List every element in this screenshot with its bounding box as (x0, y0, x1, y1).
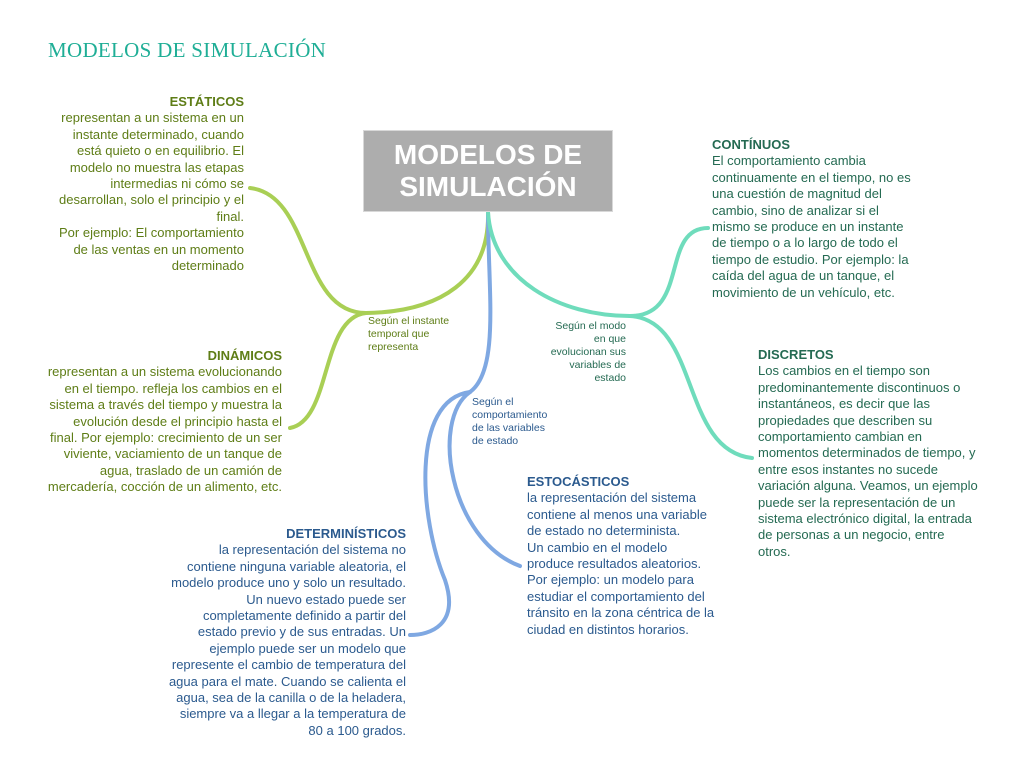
heading-continuos: CONTÍNUOS (712, 137, 790, 152)
connector-blue-estocasticos (447, 390, 522, 568)
connector-teal-continuos (628, 226, 710, 318)
node-dinamicos[interactable]: DINÁMICOS representan a un sistema evolu… (6, 348, 282, 496)
node-continuos[interactable]: CONTÍNUOS El comportamiento cambia conti… (712, 137, 962, 301)
heading-discretos: DISCRETOS (758, 347, 834, 362)
connector-blue-deterministicos (408, 390, 472, 637)
heading-deterministicos: DETERMINÍSTICOS (286, 526, 406, 541)
central-node-line-2: SIMULACIÓN (399, 171, 577, 202)
node-estocasticos[interactable]: ESTOCÁSTICOS la representación del siste… (527, 474, 767, 638)
connector-label-comportamiento: Según el comportamiento de las variables… (472, 396, 548, 447)
node-discretos[interactable]: DISCRETOS Los cambios en el tiempo son p… (758, 347, 1020, 560)
page-title: MODELOS DE SIMULACIÓN (48, 38, 327, 62)
connector-green-dinamicos (288, 311, 368, 430)
central-node[interactable]: MODELOS DE SIMULACIÓN (364, 131, 612, 211)
heading-estaticos: ESTÁTICOS (169, 94, 244, 109)
connector-teal-discretos (628, 314, 754, 460)
connector-blue-trunk (468, 210, 493, 394)
heading-estocasticos: ESTOCÁSTICOS (527, 474, 630, 489)
central-node-line-1: MODELOS DE (393, 139, 583, 170)
connector-teal-trunk (486, 210, 632, 318)
connector-green-trunk (364, 210, 491, 315)
connector-green-estaticos (248, 186, 368, 315)
connector-label-temporal: Según el instante temporal que represent… (368, 315, 450, 353)
heading-dinamicos: DINÁMICOS (207, 348, 282, 363)
connector-label-modo: Según el modo en que evolucionan sus var… (550, 320, 626, 384)
node-estaticos[interactable]: ESTÁTICOS representan a un sistema en un… (20, 94, 244, 274)
node-deterministicos[interactable]: DETERMINÍSTICOS la representación del si… (130, 526, 406, 739)
